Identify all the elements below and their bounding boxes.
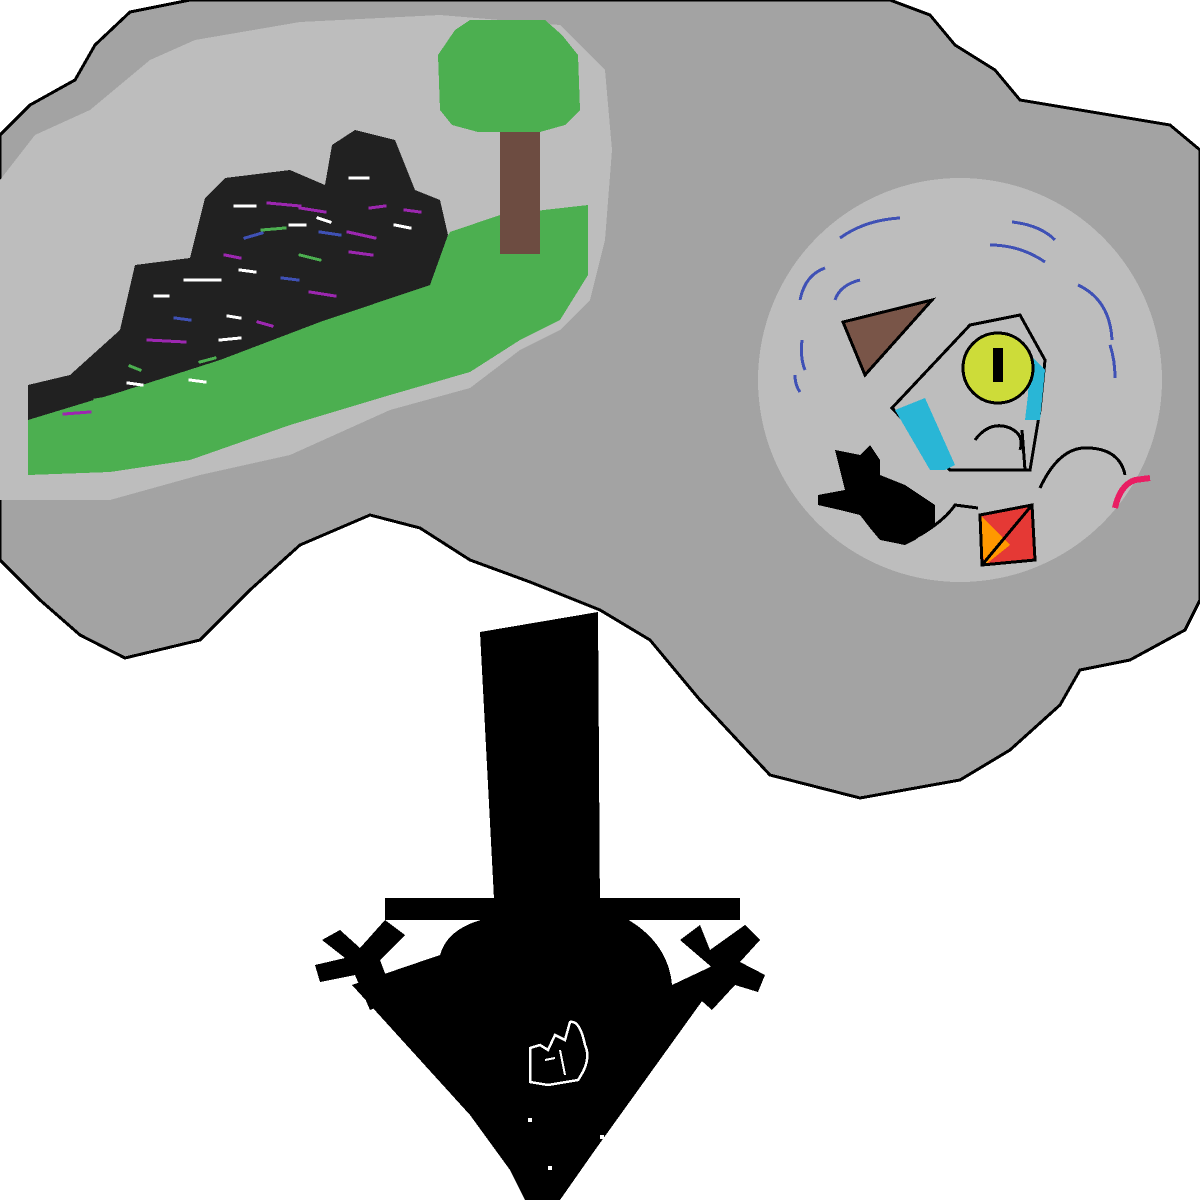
motion-line [799,339,807,371]
tree-icon [438,20,580,254]
sparkle [223,253,242,260]
crown-detail [559,1049,566,1076]
cyan-panel-left [895,398,955,470]
crown-icon [528,1020,589,1087]
sparkle [238,268,257,274]
mountain-sparkles [62,176,422,416]
sparkle [368,204,387,210]
sparkle [298,253,322,262]
sparkle [346,230,377,240]
motion-line [839,216,901,240]
sparkle [93,396,110,402]
body-speck [548,1166,552,1170]
sparkle [256,320,274,328]
tree-trunk [500,122,540,254]
motion-line [798,266,826,301]
crate-orange [980,515,1010,565]
tether-line [919,503,979,537]
motion-line [833,278,861,301]
sparkle [316,216,332,224]
motion-line [1077,283,1114,341]
eye-icon [961,331,1035,405]
sparkle [173,316,192,322]
body-speck [600,1135,604,1139]
sparkle [403,208,422,214]
left-arm [315,920,405,1010]
motion-line [1011,220,1057,242]
sparkle [308,290,337,298]
sparkle [126,381,144,387]
crate-outline [978,503,1037,567]
sparkle [260,226,287,232]
sparkle [128,364,142,372]
sparkle [226,314,242,320]
motion-line [793,374,802,393]
motion-lines [793,216,1117,393]
sparkle [348,250,374,257]
eye-pupil [993,348,1003,382]
sparkle [188,378,207,384]
crate-icon [978,503,1037,567]
pink-fish [1112,475,1151,509]
brown-triangle [840,297,937,378]
black-bird-silhouette [818,445,935,545]
sparkle [393,223,412,230]
string-line [1038,446,1127,489]
crate-diagonal [980,504,1034,566]
triangle-body [352,915,725,1200]
sparkle [266,201,302,208]
sparkle [298,206,327,214]
grass-hill [28,205,588,475]
crown-detail [544,1057,556,1061]
dark-mountain-range [28,130,448,420]
hat-brim [385,898,740,920]
sparkle [62,410,92,416]
top-hat-figure [315,612,765,1200]
sparkle [146,338,187,344]
motion-line [1108,344,1117,379]
right-arm [680,925,765,1010]
sparkle [243,231,264,240]
sparkle [318,230,342,237]
creature-bubble [758,178,1162,582]
sparkle [218,336,242,342]
top-hat-icon [480,612,600,918]
motion-line [989,243,1046,264]
creature-jaw-line [1020,429,1027,471]
body-speck [528,1118,532,1122]
tree-canopy [438,20,580,132]
sparkle [280,276,300,282]
creature-mouth [973,424,1023,451]
sparkle [198,356,217,364]
